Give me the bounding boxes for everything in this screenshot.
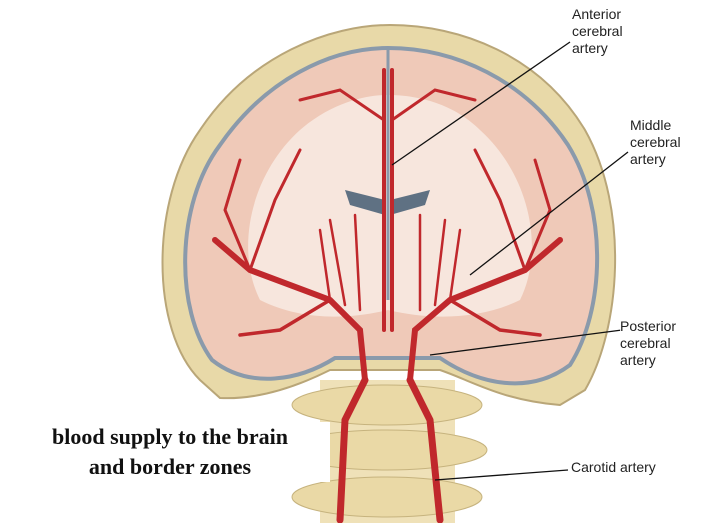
caption-line-2: and border zones: [10, 452, 330, 482]
label-posterior-cerebral-artery: Posterior cerebral artery: [620, 318, 676, 369]
caption-line-1: blood supply to the brain: [10, 422, 330, 452]
label-carotid-artery: Carotid artery: [571, 459, 656, 476]
label-anterior-cerebral-artery: Anterior cerebral artery: [572, 6, 623, 57]
label-middle-cerebral-artery: Middle cerebral artery: [630, 117, 681, 168]
